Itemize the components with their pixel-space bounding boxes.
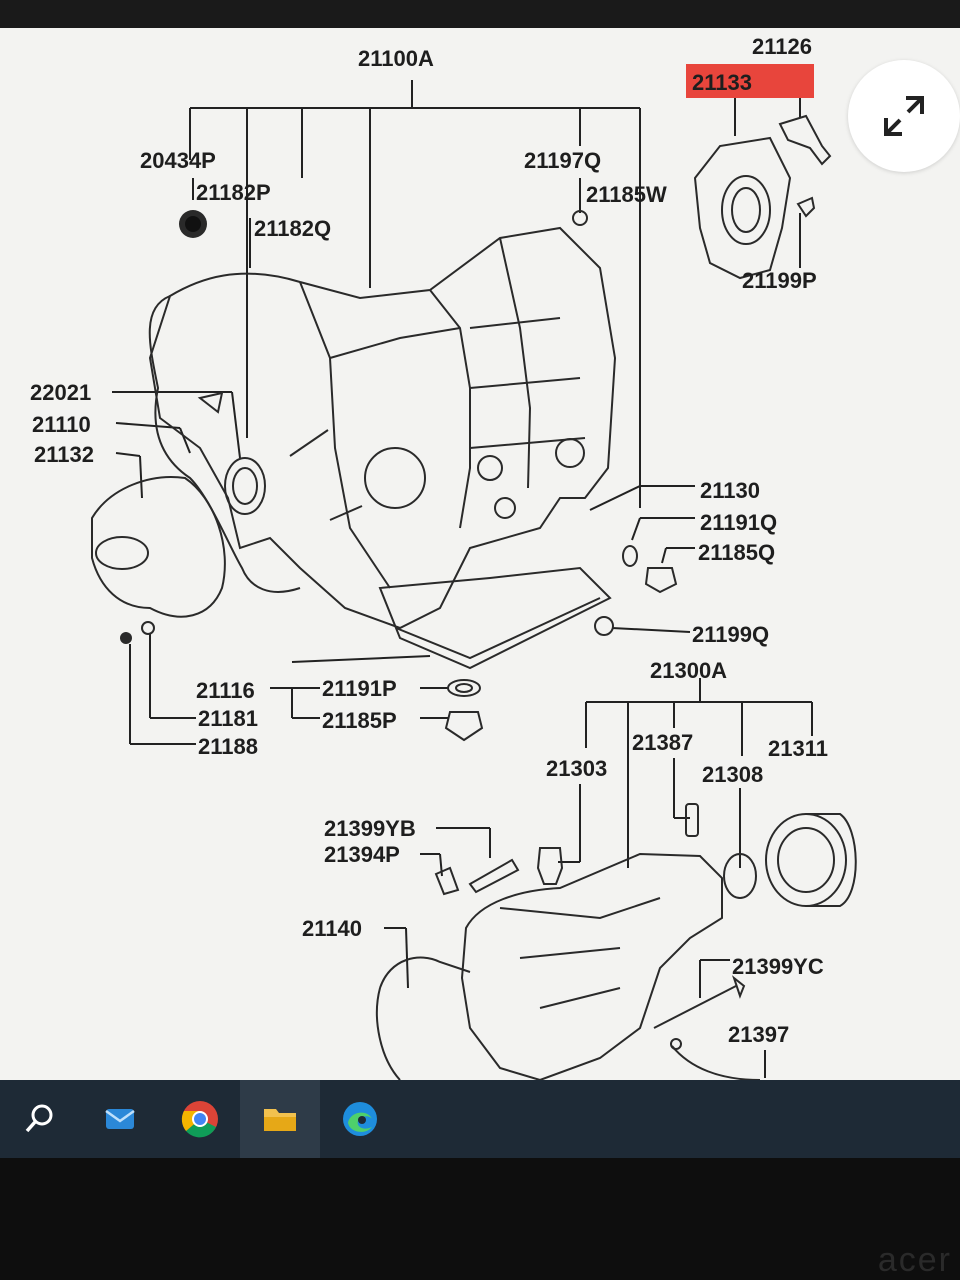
monitor-top-bezel [0, 0, 960, 28]
label-21182P[interactable]: 21182P [196, 180, 271, 205]
taskbar-chrome[interactable] [160, 1080, 240, 1158]
label-21308[interactable]: 21308 [702, 762, 763, 787]
label-20434P[interactable]: 20434P [140, 148, 216, 173]
search-icon [25, 1104, 53, 1133]
label-21188[interactable]: 21188 [198, 734, 258, 759]
label-21130[interactable]: 21130 [700, 478, 760, 503]
file-explorer-icon [264, 1109, 296, 1131]
label-21126[interactable]: 21126 [752, 34, 812, 59]
label-21133[interactable]: 21133 [692, 70, 752, 95]
label-21199Q[interactable]: 21199Q [692, 622, 769, 647]
front-cover-assembly [91, 391, 266, 618]
taskbar-file-explorer[interactable] [240, 1080, 320, 1158]
part-number-labels: 21100A 21126 21133 20434P 21182P 21182Q … [30, 34, 828, 1047]
leader-lines [112, 64, 813, 1078]
expand-arrows-icon [884, 96, 924, 136]
label-21116[interactable]: 21116 [196, 678, 255, 703]
edge-icon [343, 1102, 377, 1136]
label-21399YB[interactable]: 21399YB [324, 816, 416, 841]
transmission-parts-diagram: 21100A 21126 21133 20434P 21182P 21182Q … [30, 34, 857, 1080]
label-21303[interactable]: 21303 [546, 756, 607, 781]
taskbar-edge[interactable] [320, 1080, 400, 1158]
small-parts [120, 210, 678, 742]
taskbar-search[interactable] [0, 1080, 80, 1158]
label-21191P[interactable]: 21191P [322, 676, 397, 701]
label-21110[interactable]: 21110 [32, 412, 91, 437]
label-21185Q[interactable]: 21185Q [698, 540, 775, 565]
mail-icon [105, 1109, 135, 1129]
label-21300A[interactable]: 21300A [650, 658, 727, 683]
label-21181[interactable]: 21181 [198, 706, 258, 731]
label-21311[interactable]: 21311 [768, 736, 828, 761]
label-21399YC[interactable]: 21399YC [732, 954, 824, 979]
label-21197Q[interactable]: 21197Q [524, 148, 601, 173]
label-21132[interactable]: 21132 [34, 442, 94, 467]
main-transmission-case [148, 226, 617, 670]
label-21140[interactable]: 21140 [302, 916, 362, 941]
label-21185W[interactable]: 21185W [586, 182, 667, 207]
label-21397[interactable]: 21397 [728, 1022, 789, 1047]
monitor-brand-logo: acer [877, 1241, 952, 1279]
label-21182Q[interactable]: 21182Q [254, 216, 331, 241]
label-21394P[interactable]: 21394P [324, 842, 400, 867]
label-21191Q[interactable]: 21191Q [700, 510, 777, 535]
windows-taskbar [0, 1080, 960, 1158]
label-21185P[interactable]: 21185P [322, 708, 397, 733]
extension-housing-parts [693, 114, 832, 280]
label-21100A[interactable]: 21100A [358, 46, 434, 71]
chrome-icon [181, 1101, 218, 1138]
taskbar-mail[interactable] [80, 1080, 160, 1158]
label-21387[interactable]: 21387 [632, 730, 693, 755]
transfer-case [375, 803, 857, 1080]
monitor-bezel: acer [0, 1158, 960, 1280]
highlight-21133 [686, 64, 814, 98]
label-22021[interactable]: 22021 [30, 380, 91, 405]
label-21199P[interactable]: 21199P [742, 268, 817, 293]
bell-housing-gasket [148, 295, 301, 593]
expand-button[interactable] [848, 60, 960, 172]
parts-diagram-viewer: 21100A 21126 21133 20434P 21182P 21182Q … [0, 28, 960, 1080]
